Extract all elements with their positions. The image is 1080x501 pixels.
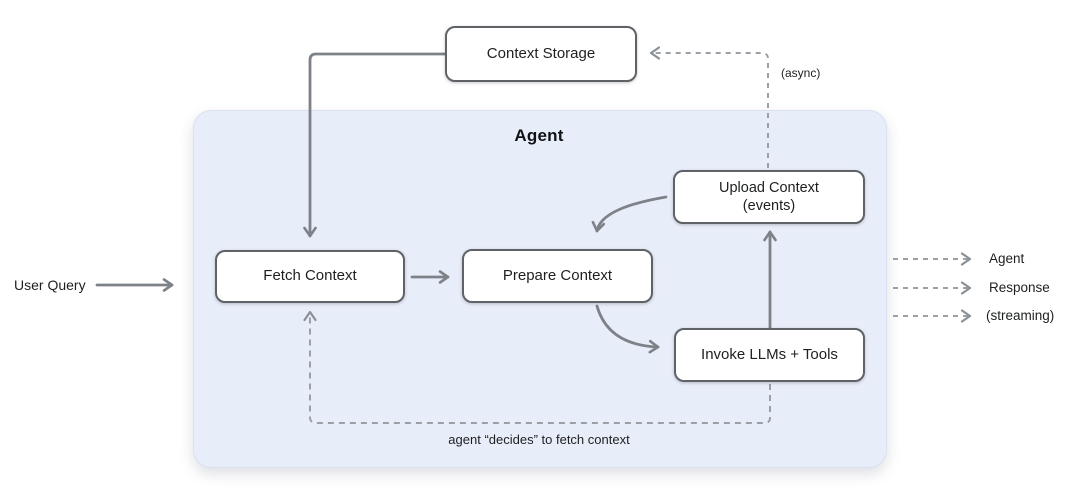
feedback-loop-label: agent “decides” to fetch context (448, 432, 630, 447)
output-label-streaming: (streaming) (986, 308, 1055, 323)
async-label: (async) (781, 66, 821, 80)
node-upload-context: Upload Context (events) (673, 170, 865, 224)
arrow-context-storage-to-fetch-context (303, 52, 447, 238)
node-context-storage: Context Storage (445, 26, 637, 82)
agent-container-title: Agent (514, 126, 564, 145)
node-prepare-context-label: Prepare Context (502, 266, 613, 284)
arrow-upload-to-context-storage-async (649, 46, 769, 168)
node-context-storage-label: Context Storage (486, 44, 596, 62)
output-label-agent: Agent (989, 251, 1025, 266)
node-prepare-context: Prepare Context (462, 249, 653, 303)
user-query-label: User Query (14, 277, 86, 293)
arrow-feedback-loop (303, 310, 771, 424)
node-fetch-context: Fetch Context (215, 250, 405, 303)
node-fetch-context-label: Fetch Context (263, 267, 357, 285)
arrow-prepare-to-invoke (595, 304, 660, 354)
node-upload-context-label-line1: Upload Context (719, 179, 819, 196)
arrow-upload-to-prepare (591, 195, 668, 233)
node-invoke-llms-label: Invoke LLMs + Tools (701, 345, 838, 363)
output-label-response: Response (989, 280, 1050, 295)
node-upload-context-label-line2: (events) (742, 198, 796, 214)
node-invoke-llms: Invoke LLMs + Tools (674, 328, 865, 382)
